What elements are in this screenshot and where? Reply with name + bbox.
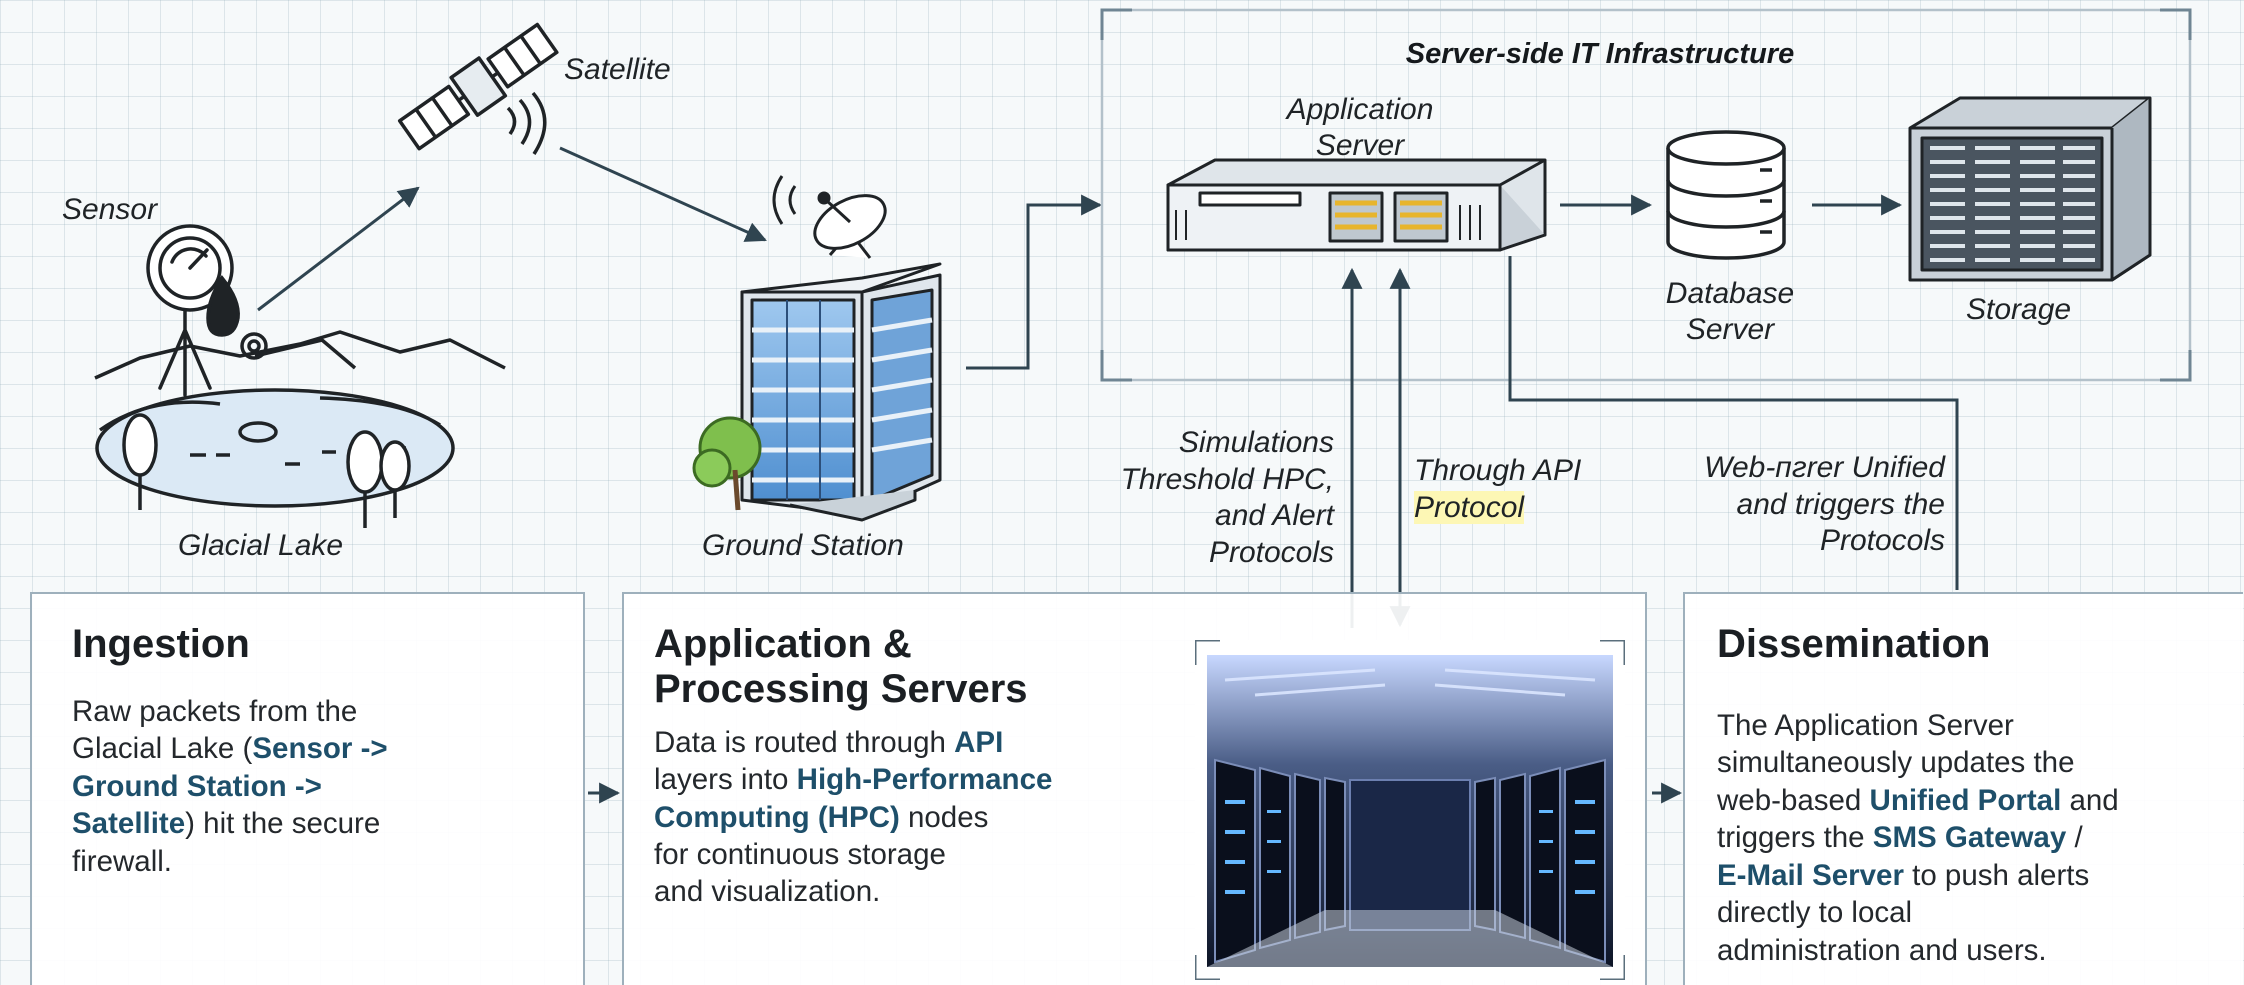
ingestion-title: Ingestion xyxy=(72,622,250,666)
web-flow-label: Web-пгrer Unified and triggers the Proto… xyxy=(1704,451,1945,558)
infrastructure-frame xyxy=(1100,8,2192,382)
application-server-icon xyxy=(1166,158,1547,252)
description-line: and visualization. xyxy=(654,873,1645,910)
highlighted-term: High-Performance xyxy=(796,763,1053,797)
sensor-to-satellite-arrow xyxy=(257,186,420,312)
text-segment: for continuous storage xyxy=(654,837,946,871)
application-server-label: Application Server xyxy=(1286,93,1434,162)
ground-station-icon xyxy=(692,175,942,522)
description-line: firewall. xyxy=(72,843,583,880)
dissemination-card: Dissemination The Application Server simu… xyxy=(1683,592,2243,985)
description-line: administration and users. xyxy=(1717,932,2243,969)
highlighted-term: Unified Portal xyxy=(1869,783,2062,817)
text-segment: web-based xyxy=(1717,783,1870,817)
description-line: web-based Unified Portal and xyxy=(1717,782,2243,819)
sensor-label: Sensor xyxy=(62,193,158,226)
highlighted-term: Sensor -> xyxy=(252,732,388,766)
simulations-flow-label: Simulations Threshold HPC, and Alert Pro… xyxy=(1120,426,1334,569)
glacial-lake-icon xyxy=(94,330,506,528)
text-segment: ) hit the secure xyxy=(185,807,381,841)
text-segment: Raw packets from the xyxy=(72,694,358,728)
text-segment: Data is routed through xyxy=(654,725,955,759)
highlighted-term: Computing (HPC) xyxy=(654,800,900,834)
satellite-label: Satellite xyxy=(564,53,671,86)
ground-station-to-infrastructure-arrow xyxy=(966,194,1103,370)
processing-title: Application & Processing Servers xyxy=(654,622,1028,711)
satellite-to-ground-station-arrow xyxy=(559,146,767,242)
database-server-label: Database Server xyxy=(1665,277,1795,346)
text-segment: triggers the xyxy=(1717,821,1873,855)
text-segment: directly to local xyxy=(1717,896,1913,930)
highlighted-term: E-Mail Server xyxy=(1717,858,1904,892)
text-segment: / xyxy=(2066,821,2083,855)
dissemination-title: Dissemination xyxy=(1717,622,1991,666)
highlighted-term: API xyxy=(954,725,1004,759)
database-server-icon xyxy=(1666,130,1786,260)
text-segment: and xyxy=(2061,783,2119,817)
description-line: Computing (HPC) nodes xyxy=(654,799,1645,836)
text-segment: nodes xyxy=(899,800,989,834)
highlighted-term: SMS Gateway xyxy=(1872,821,2067,855)
description-line: for continuous storage xyxy=(654,836,1645,873)
satellite-icon xyxy=(397,22,559,155)
highlighted-term: Satellite xyxy=(72,807,186,841)
sensor-icon xyxy=(146,224,268,397)
highlighted-term: Ground Station -> xyxy=(72,769,322,803)
ground-station-label: Ground Station xyxy=(702,529,904,562)
text-segment: administration and users. xyxy=(1717,933,2047,967)
dissemination-description: The Application Server simultaneously upd… xyxy=(1717,707,2243,969)
storage-label: Storage xyxy=(1966,293,2072,326)
description-line: Data is routed through API xyxy=(654,724,1645,761)
infrastructure-title: Server-side IT Infrastructure xyxy=(1405,38,1795,70)
api-flow-label: Through API Protocol xyxy=(1414,454,1582,524)
description-line: simultaneously updates the xyxy=(1717,744,2243,781)
text-segment: to push alerts xyxy=(1903,858,2090,892)
data-center-image xyxy=(1195,640,1625,980)
description-line: Raw packets from the xyxy=(72,693,583,730)
text-segment: simultaneously updates the xyxy=(1717,746,2075,780)
description-line: Ground Station -> xyxy=(72,768,583,805)
storage-icon xyxy=(1908,96,2152,282)
description-line: layers into High-Performance xyxy=(654,761,1645,798)
description-line: Satellite) hit the secure xyxy=(72,805,583,842)
description-line: directly to local xyxy=(1717,894,2243,931)
text-segment: firewall. xyxy=(72,844,172,878)
glacial-lake-label: Glacial Lake xyxy=(178,529,344,562)
description-line: Glacial Lake (Sensor -> xyxy=(72,730,583,767)
text-segment: Glacial Lake ( xyxy=(72,732,253,766)
description-line: The Application Server xyxy=(1717,707,2243,744)
description-line: triggers the SMS Gateway / xyxy=(1717,819,2243,856)
web-dissemination-connector xyxy=(1508,256,1959,590)
description-line: E-Mail Server to push alerts xyxy=(1717,857,2243,894)
text-segment: layers into xyxy=(654,763,797,797)
text-segment: and visualization. xyxy=(654,875,881,909)
text-segment: The Application Server xyxy=(1717,708,2014,742)
